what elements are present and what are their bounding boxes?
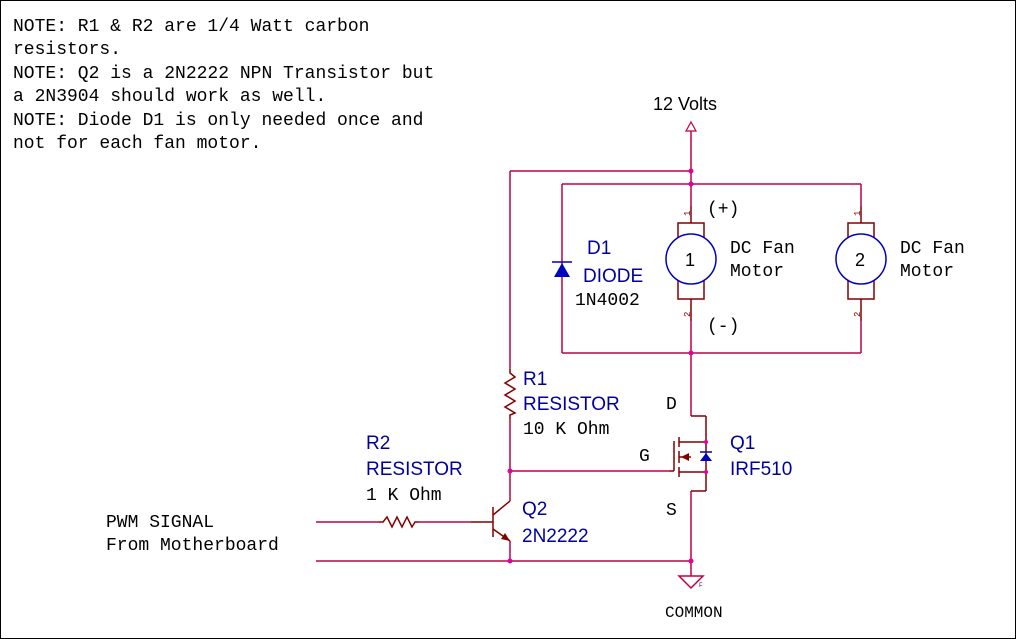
motor2-number: 2 (855, 250, 865, 270)
q2-ref: Q2 (522, 499, 547, 520)
mosfet-q1: D G S Q1 IRF510 (639, 395, 792, 521)
pwm-input: PWM SIGNAL From Motherboard (106, 513, 279, 556)
arrow-icon (501, 533, 510, 541)
r1-value: 10 K Ohm (523, 420, 609, 440)
power-arrow-icon (684, 120, 698, 132)
q2-value: 2N2222 (522, 526, 589, 547)
r2-ref: R2 (366, 433, 390, 454)
q1-source-label: S (666, 501, 677, 521)
pwm-label-line1: PWM SIGNAL (106, 513, 214, 533)
resistor-icon (379, 515, 419, 529)
motor1-pin1: 1 (683, 211, 693, 216)
q1-ref: Q1 (730, 433, 755, 454)
note-line: NOTE: R1 & R2 are 1/4 Watt carbon (13, 17, 369, 37)
body-diode-icon (700, 453, 712, 461)
resistor-r2: R2 RESISTOR 1 K Ohm (366, 433, 463, 529)
arrow-icon (681, 453, 689, 461)
r2-name: RESISTOR (366, 459, 463, 480)
motor-icon (665, 233, 717, 285)
note-line: NOTE: Diode D1 is only needed once and (13, 111, 423, 131)
diode-d1: D1 DIODE 1N4002 (552, 238, 643, 311)
pwm-label-line2: From Motherboard (106, 536, 279, 556)
junctions (507, 168, 694, 564)
motor2-pin2: 2 (853, 312, 863, 317)
motor1-plus-label: (+) (707, 200, 739, 220)
motor2-pin1: 1 (853, 211, 863, 216)
ground-label: COMMON (665, 604, 723, 622)
motor1-minus-label: (-) (707, 317, 739, 337)
power-label: 12 Volts (653, 94, 717, 114)
q1-value: IRF510 (730, 459, 792, 480)
motor1-label-line2: Motor (730, 262, 784, 282)
ground-icon (677, 575, 705, 590)
d1-value: 1N4002 (575, 291, 640, 311)
q1-drain-label: D (666, 395, 677, 415)
note-line: NOTE: Q2 is a 2N2222 NPN Transistor but (13, 64, 434, 84)
q1-gate-label: G (639, 447, 650, 467)
ground-symbol: F COMMON (665, 575, 723, 622)
ground-pin-mark: F (699, 582, 703, 589)
note-line: a 2N3904 should work as well. (13, 87, 326, 107)
motor2-label-line2: Motor (900, 262, 954, 282)
motor1-label-line1: DC Fan (730, 239, 795, 259)
d1-ref: D1 (587, 238, 611, 259)
power-symbol: 12 Volts (653, 94, 717, 132)
r2-value: 1 K Ohm (366, 486, 442, 506)
r1-ref: R1 (523, 369, 547, 390)
r1-name: RESISTOR (523, 394, 620, 415)
transistor-q2: Q2 2N2222 (471, 499, 589, 547)
motor-icon (835, 233, 887, 285)
d1-name: DIODE (583, 266, 643, 287)
motor1-pin2: 2 (683, 312, 693, 317)
note-line: not for each fan motor. (13, 134, 261, 154)
motor2-label-line1: DC Fan (900, 239, 965, 259)
fan-motor-2: 2 1 2 DC Fan Motor (835, 206, 965, 321)
fan-motor-1: 1 1 2 (+) (-) DC Fan Motor (665, 200, 795, 337)
motor1-number: 1 (685, 250, 695, 270)
note-line: resistors. (13, 40, 121, 60)
wires (316, 131, 862, 576)
diode-icon (554, 263, 570, 277)
resistor-icon (503, 369, 517, 419)
resistor-r1: R1 RESISTOR 10 K Ohm (503, 369, 620, 440)
notes: NOTE: R1 & R2 are 1/4 Watt carbon resist… (13, 17, 434, 154)
